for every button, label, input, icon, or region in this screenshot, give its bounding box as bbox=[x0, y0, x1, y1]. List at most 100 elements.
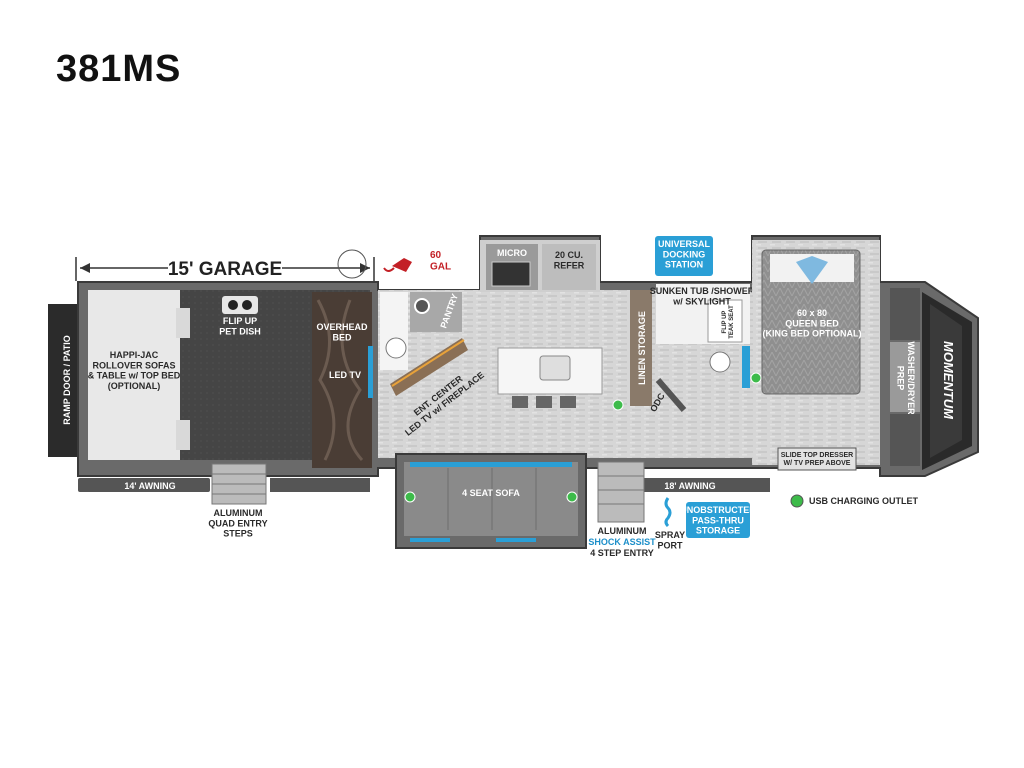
text-line: 20 CU. bbox=[555, 250, 583, 260]
odc-door[interactable] bbox=[655, 378, 687, 412]
aluminum-label: ALUMINUM bbox=[598, 526, 647, 536]
brand-cap bbox=[922, 292, 972, 470]
refer-label: 20 CU.REFER bbox=[554, 250, 585, 270]
awning-14 bbox=[78, 478, 210, 492]
text-line: STORAGE bbox=[696, 526, 740, 536]
usb-outlet-icon bbox=[404, 491, 416, 503]
text-line: PASS-THRU bbox=[692, 515, 744, 525]
four-seat-sofa[interactable] bbox=[404, 462, 578, 536]
entertainment-center[interactable] bbox=[390, 338, 468, 396]
sink[interactable] bbox=[539, 355, 571, 381]
usb-legend-icon bbox=[790, 494, 804, 508]
ramp-door[interactable] bbox=[48, 304, 82, 457]
text-line: ROLLOVER SOFAS bbox=[92, 360, 175, 370]
tub-shower[interactable] bbox=[707, 299, 743, 343]
text-line: STATION bbox=[665, 260, 703, 270]
washer-dryer-prep[interactable] bbox=[890, 342, 920, 412]
text-line: UNIVERSAL bbox=[658, 239, 711, 249]
text-line: 60 x 80 bbox=[797, 308, 827, 318]
sofa-arm-top bbox=[176, 308, 190, 338]
text-line: & TABLE w/ TOP BED bbox=[88, 371, 181, 381]
usb-legend-label: USB CHARGING OUTLET bbox=[809, 496, 919, 506]
linen-label: LINEN STORAGE bbox=[637, 311, 647, 385]
text-line: QUAD ENTRY bbox=[208, 518, 267, 528]
garage-tv bbox=[368, 346, 373, 398]
text-line: FLIP UP bbox=[223, 316, 257, 326]
overhead-bed[interactable] bbox=[312, 292, 372, 468]
accent-pillow-icon bbox=[796, 256, 828, 284]
pet-dish[interactable] bbox=[222, 296, 258, 314]
toilet[interactable] bbox=[709, 351, 731, 373]
text-line: (KING BED OPTIONAL) bbox=[763, 329, 862, 339]
usb-outlet-icon bbox=[566, 491, 578, 503]
pass-thru-badge bbox=[686, 502, 750, 538]
text-line: SUNKEN TUB /SHOWER bbox=[650, 286, 755, 296]
text-line: TEAK SEAT bbox=[729, 305, 735, 339]
usb-outlet-icon bbox=[750, 372, 762, 384]
spray-port-icon bbox=[664, 497, 672, 528]
linen-storage[interactable] bbox=[630, 290, 652, 406]
sofa-label: 4 SEAT SOFA bbox=[462, 488, 520, 498]
text-line: (OPTIONAL) bbox=[108, 381, 161, 391]
bath-vanity-light bbox=[742, 346, 750, 388]
wardrobe-bottom[interactable] bbox=[890, 414, 920, 466]
rail-segment bbox=[270, 478, 370, 492]
text-line: SPRAY bbox=[655, 530, 685, 540]
text-line: GAL bbox=[430, 262, 451, 273]
refrigerator[interactable] bbox=[542, 244, 596, 290]
model-title: 381MS bbox=[56, 48, 182, 90]
washer-label: WASHER/DRYERPREP bbox=[896, 341, 916, 415]
text-line: w/ SKYLIGHT bbox=[672, 296, 731, 306]
fuel-pump-icon bbox=[383, 258, 412, 272]
text-line: FLIP UP bbox=[722, 311, 728, 334]
docking-station-badge bbox=[655, 236, 713, 276]
teak-seat-label: FLIP UPTEAK SEAT bbox=[722, 305, 735, 339]
ramp-door-label: RAMP DOOR / PATIO bbox=[62, 335, 72, 425]
text-line: UNOBSTRUCTED bbox=[680, 505, 756, 515]
brand-logo: MOMENTUM bbox=[941, 341, 956, 420]
pet-dish-bowl-icon bbox=[242, 300, 252, 310]
text-line: OVERHEAD bbox=[316, 322, 368, 332]
bar-stool bbox=[512, 396, 528, 408]
toilet-half-bath[interactable] bbox=[385, 337, 407, 359]
text-line: 60 bbox=[430, 250, 442, 261]
text-line: STEPS bbox=[223, 529, 253, 539]
four-step-entry[interactable] bbox=[597, 461, 645, 523]
awning-14-label: 14' AWNING bbox=[124, 481, 175, 491]
garage-label: 15' GARAGE bbox=[168, 259, 282, 280]
queen-bed[interactable] bbox=[761, 249, 861, 395]
text-line: QUEEN BED bbox=[785, 318, 839, 328]
text-line: PREP bbox=[896, 366, 906, 391]
garage-dimension: 15' GARAGE bbox=[75, 257, 375, 281]
rollover-sofas[interactable] bbox=[88, 290, 180, 460]
awning-18-label: 18' AWNING bbox=[664, 481, 715, 491]
wardrobe-top[interactable] bbox=[890, 288, 920, 340]
text-line: BED bbox=[332, 332, 352, 342]
sofa-arm-bottom bbox=[176, 420, 190, 450]
text-line: SLIDE TOP DRESSER bbox=[781, 452, 853, 459]
text-line: REFER bbox=[554, 260, 585, 270]
pet-dish-bowl-icon bbox=[228, 300, 238, 310]
four-step-label: 4 STEP ENTRY bbox=[590, 548, 654, 558]
bar-stool bbox=[560, 396, 576, 408]
usb-outlet-icon bbox=[612, 399, 624, 411]
text-line: PORT bbox=[657, 540, 683, 550]
shock-assist-label: SHOCK ASSIST bbox=[588, 537, 656, 547]
text-line: ALUMINUM bbox=[214, 508, 263, 518]
bar-stool bbox=[536, 396, 552, 408]
slide-top-dresser[interactable] bbox=[777, 447, 857, 471]
text-line: DOCKING bbox=[663, 249, 706, 259]
hitch-circle bbox=[337, 249, 367, 279]
